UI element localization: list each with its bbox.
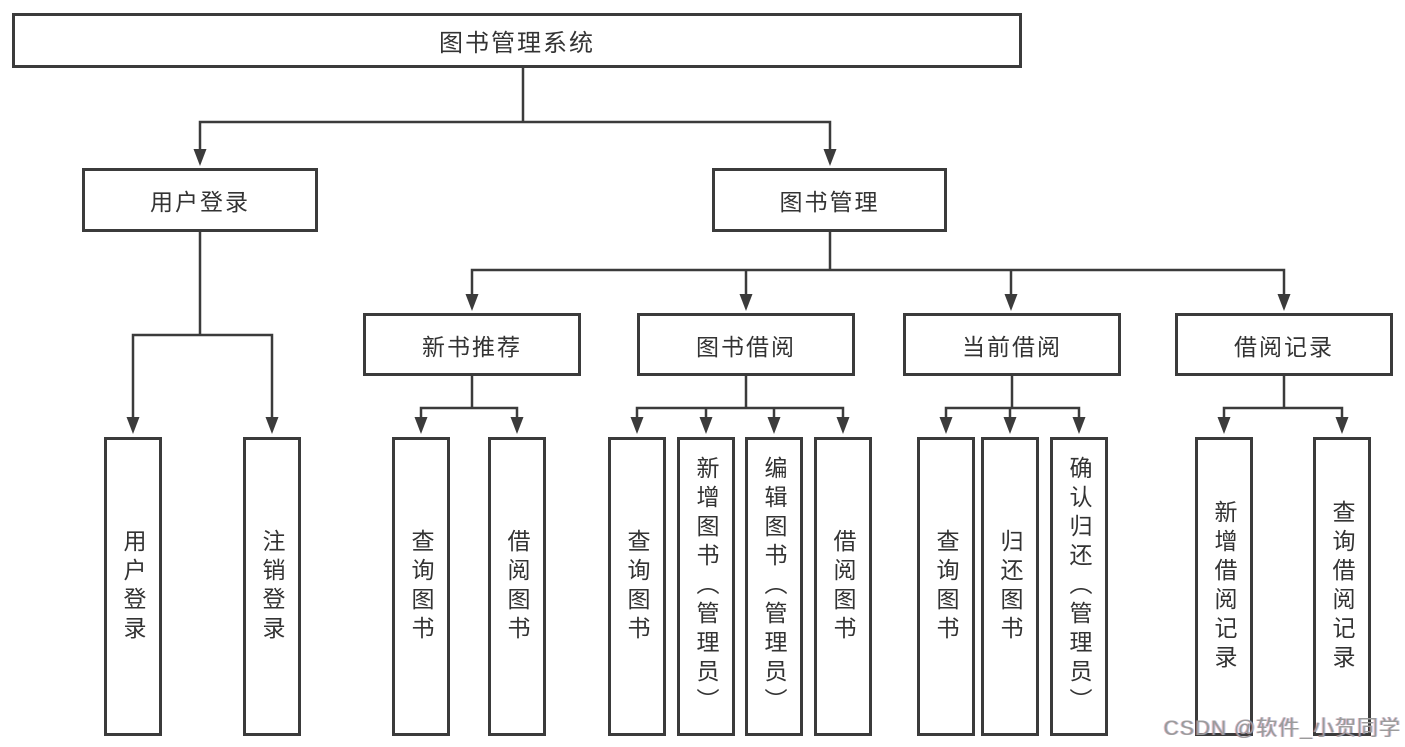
leaf-confirm-return-admin: 确认归还（管理员） bbox=[1050, 437, 1108, 736]
node-current-borrow: 当前借阅 bbox=[903, 313, 1121, 376]
arrow-icon bbox=[836, 417, 850, 434]
node-label: 图书管理系统 bbox=[439, 30, 595, 57]
arrow-icon bbox=[510, 417, 524, 434]
connector-root-to-level2 bbox=[198, 66, 832, 157]
arrow-icon bbox=[739, 294, 753, 311]
arrow-icon bbox=[265, 417, 279, 434]
node-label: 确认归还（管理员） bbox=[1066, 456, 1092, 717]
connector-user-login-to-leaves bbox=[131, 230, 274, 425]
node-label: 新增图书（管理员） bbox=[693, 456, 719, 717]
node-label: 当前借阅 bbox=[962, 333, 1062, 360]
node-label: 图书借阅 bbox=[696, 333, 796, 360]
arrow-icon bbox=[414, 417, 428, 434]
arrow-icon bbox=[767, 417, 781, 434]
node-label: 图书管理 bbox=[779, 189, 880, 215]
arrow-icon bbox=[1072, 417, 1086, 434]
node-label: 借阅图书 bbox=[504, 528, 530, 645]
arrow-icon bbox=[1277, 294, 1291, 311]
node-label: 编辑图书（管理员） bbox=[761, 456, 787, 717]
leaf-return-books: 归还图书 bbox=[981, 437, 1039, 736]
connector-book-borrow-to-leaves bbox=[635, 374, 845, 425]
node-label: 查询借阅记录 bbox=[1329, 499, 1355, 674]
leaf-borrow-books-recommend: 借阅图书 bbox=[488, 437, 546, 736]
connector-borrow-record-to-leaves bbox=[1222, 374, 1344, 425]
arrow-icon bbox=[699, 417, 713, 434]
arrow-icon bbox=[1004, 294, 1018, 311]
leaf-query-books-current: 查询图书 bbox=[917, 437, 975, 736]
leaf-query-borrow-record: 查询借阅记录 bbox=[1313, 437, 1371, 736]
connector-current-borrow-to-leaves bbox=[944, 374, 1081, 425]
arrow-icon bbox=[1003, 417, 1017, 434]
leaf-query-books-borrow: 查询图书 bbox=[608, 437, 666, 736]
node-borrow-record: 借阅记录 bbox=[1175, 313, 1393, 376]
arrow-icon bbox=[193, 149, 207, 166]
node-label: 新书推荐 bbox=[422, 333, 522, 360]
node-label: 新增借阅记录 bbox=[1211, 499, 1237, 674]
arrow-icon bbox=[630, 417, 644, 434]
node-label: 借阅图书 bbox=[830, 528, 856, 645]
node-label: 查询图书 bbox=[933, 528, 959, 645]
node-label: 归还图书 bbox=[997, 528, 1023, 645]
node-new-book-recommend: 新书推荐 bbox=[363, 313, 581, 376]
node-label: 借阅记录 bbox=[1234, 333, 1334, 360]
node-book-management: 图书管理 bbox=[712, 168, 947, 232]
connector-new-book-to-leaves bbox=[419, 374, 519, 425]
node-book-borrow: 图书借阅 bbox=[637, 313, 855, 376]
connector-book-management-to-level3 bbox=[470, 230, 1286, 302]
node-label: 注销登录 bbox=[259, 528, 285, 645]
leaf-borrow-books: 借阅图书 bbox=[814, 437, 872, 736]
leaf-edit-books-admin: 编辑图书（管理员） bbox=[745, 437, 803, 736]
arrow-icon bbox=[1335, 417, 1349, 434]
node-label: 用户登录 bbox=[150, 189, 250, 215]
node-label: 查询图书 bbox=[408, 528, 434, 645]
arrow-icon bbox=[823, 149, 837, 166]
watermark-text: CSDN @软件_小贺同学 bbox=[1163, 717, 1401, 740]
arrowheads bbox=[126, 149, 1349, 434]
leaf-user-login: 用户登录 bbox=[104, 437, 162, 736]
arrow-icon bbox=[1217, 417, 1231, 434]
node-library-management-system: 图书管理系统 bbox=[12, 13, 1022, 68]
leaf-logout: 注销登录 bbox=[243, 437, 301, 736]
arrow-icon bbox=[465, 294, 479, 311]
node-label: 查询图书 bbox=[624, 528, 650, 645]
leaf-add-books-admin: 新增图书（管理员） bbox=[677, 437, 735, 736]
arrow-icon bbox=[939, 417, 953, 434]
node-user-login: 用户登录 bbox=[82, 168, 318, 232]
leaf-query-books-recommend: 查询图书 bbox=[392, 437, 450, 736]
arrow-icon bbox=[126, 417, 140, 434]
leaf-add-borrow-record: 新增借阅记录 bbox=[1195, 437, 1253, 736]
node-label: 用户登录 bbox=[120, 528, 146, 645]
